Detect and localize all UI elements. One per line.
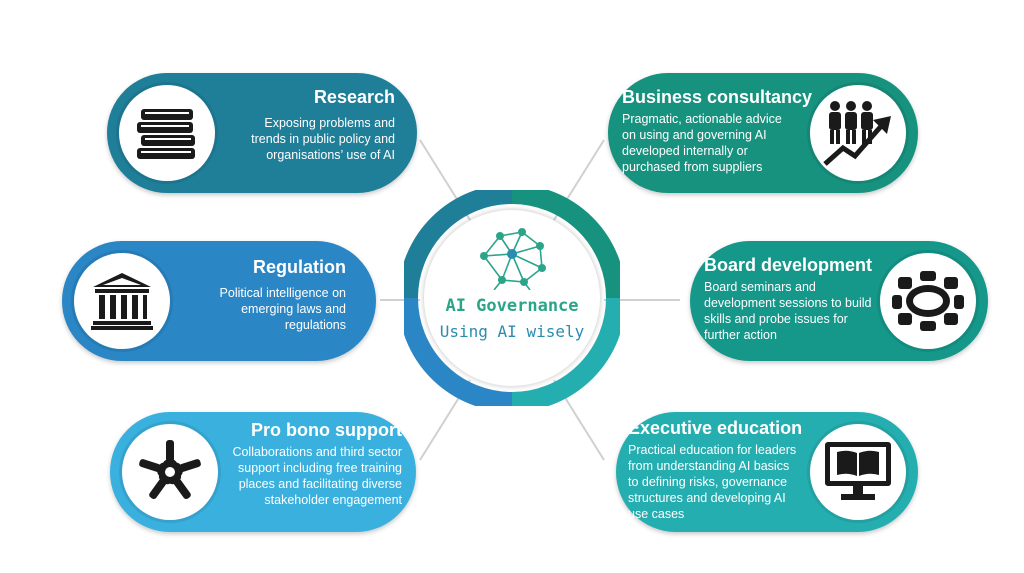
executive-education-title: Executive education <box>628 418 803 438</box>
business-consultancy-title: Business consultancy <box>622 87 813 107</box>
hub-ring <box>404 190 620 406</box>
joined-hands-icon <box>139 440 201 500</box>
board-development-icon-circle <box>880 253 976 349</box>
regulation-icon-circle <box>74 253 170 349</box>
executive-education-description: Practical education for leaders from und… <box>628 443 797 521</box>
monitor-book-icon <box>825 442 891 500</box>
research-description: Exposing problems and trends in public p… <box>251 116 395 162</box>
hub-title: AI Governance <box>445 296 579 316</box>
pro-bono-title: Pro bono support <box>251 420 402 440</box>
business-consultancy-description: Pragmatic, actionable advice on using an… <box>622 112 782 174</box>
board-development-title: Board development <box>704 255 873 275</box>
pill-executive-education: Executive education Practical education … <box>616 412 918 532</box>
pill-business-consultancy: Business consultancy Pragmatic, actionab… <box>608 73 918 193</box>
growth-team-icon <box>823 101 891 166</box>
courthouse-icon <box>91 273 153 330</box>
business-consultancy-icon-circle <box>810 85 906 181</box>
pill-board-development: Board development Board seminars and dev… <box>690 241 988 361</box>
board-development-description: Board seminars and development sessions … <box>704 280 872 342</box>
pro-bono-description: Collaborations and third sector support … <box>232 445 402 507</box>
books-icon <box>137 109 195 159</box>
research-icon-circle <box>119 85 215 181</box>
boardroom-table-icon <box>892 271 964 331</box>
pill-pro-bono: Pro bono support Collaborations and thir… <box>110 412 416 532</box>
executive-education-icon-circle <box>810 424 906 520</box>
hub-subtitle: Using AI wisely <box>439 322 585 341</box>
pill-research: Research Exposing problems and trends in… <box>107 73 417 193</box>
regulation-description: Political intelligence on emerging laws … <box>219 286 346 332</box>
pill-regulation: Regulation Political intelligence on eme… <box>62 241 376 361</box>
pro-bono-icon-circle <box>122 424 218 520</box>
network-brain-icon <box>480 228 546 290</box>
hub-center <box>424 210 600 386</box>
research-title: Research <box>313 87 395 107</box>
regulation-title: Regulation <box>253 257 346 277</box>
